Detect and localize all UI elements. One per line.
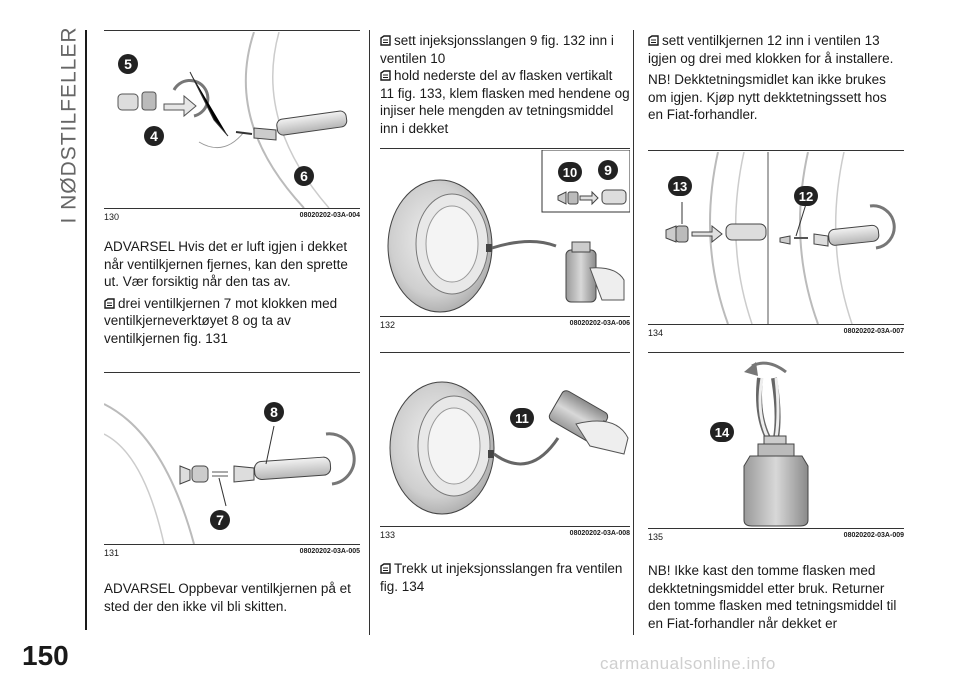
- page-number: 150: [22, 640, 69, 671]
- col1-text-bottom: ADVARSEL Oppbevar ventilkjernen på et st…: [104, 580, 360, 619]
- wrench-bullet-icon: [104, 298, 115, 309]
- callout-4: 4: [144, 126, 164, 146]
- callout-6: 6: [294, 166, 314, 186]
- step-paragraph: hold nederste del av flasken vertikalt 1…: [380, 68, 630, 136]
- step-paragraph: sett injeksjonsslangen 9 fig. 132 inn i …: [380, 33, 614, 66]
- warning-paragraph: ADVARSEL Oppbevar ventilkjernen på et st…: [104, 581, 351, 614]
- step-paragraph: Trekk ut injeksjonsslangen fra ventilen …: [380, 561, 623, 594]
- callout-9: 9: [598, 160, 618, 180]
- callout-14: 14: [710, 422, 734, 442]
- col2-text-top: sett injeksjonsslangen 9 fig. 132 inn i …: [380, 32, 630, 141]
- callout-8: 8: [264, 402, 284, 422]
- column-divider: [369, 30, 370, 635]
- col2-text-bottom: Trekk ut injeksjonsslangen fra ventilen …: [380, 560, 630, 599]
- section-title: I NØDSTILFELLER: [58, 26, 81, 224]
- figure-133-illustration: [389, 381, 629, 515]
- callout-10: 10: [558, 162, 582, 182]
- side-rule: [85, 30, 87, 630]
- warning-paragraph: ADVARSEL Hvis det er luft igjen i dekket…: [104, 239, 348, 289]
- callout-5: 5: [118, 54, 138, 74]
- figure-135-illustration: [743, 361, 809, 527]
- figure-134-illustration: [665, 152, 896, 324]
- callout-11: 11: [510, 408, 534, 428]
- callout-7: 7: [210, 510, 230, 530]
- figure-132-illustration: [387, 150, 630, 313]
- watermark-text: carmanualsonline.info: [600, 654, 776, 673]
- col3-text-top: sett ventilkjernen 12 inn i ventilen 13 …: [648, 32, 904, 128]
- col1-text-top: ADVARSEL Hvis det er luft igjen i dekket…: [104, 238, 360, 351]
- note-paragraph: NB! Dekktetningsmidlet kan ikke brukes o…: [648, 72, 887, 122]
- note-paragraph: NB! Ikke kast den tomme flasken med dekk…: [648, 563, 897, 631]
- step-paragraph: drei ventilkjernen 7 mot klokken med ven…: [104, 295, 338, 346]
- step-paragraph: sett ventilkjernen 12 inn i ventilen 13 …: [648, 33, 894, 66]
- col3-text-bottom: NB! Ikke kast den tomme flasken med dekk…: [648, 562, 904, 636]
- figure-131-illustration: [104, 403, 356, 544]
- column-divider: [633, 30, 634, 635]
- wrench-bullet-icon: [380, 70, 391, 81]
- callout-13: 13: [668, 176, 692, 196]
- figure-130-illustration: [117, 32, 348, 208]
- callout-12: 12: [794, 186, 818, 206]
- wrench-bullet-icon: [380, 563, 391, 574]
- wrench-bullet-icon: [380, 35, 391, 46]
- wrench-bullet-icon: [648, 35, 659, 46]
